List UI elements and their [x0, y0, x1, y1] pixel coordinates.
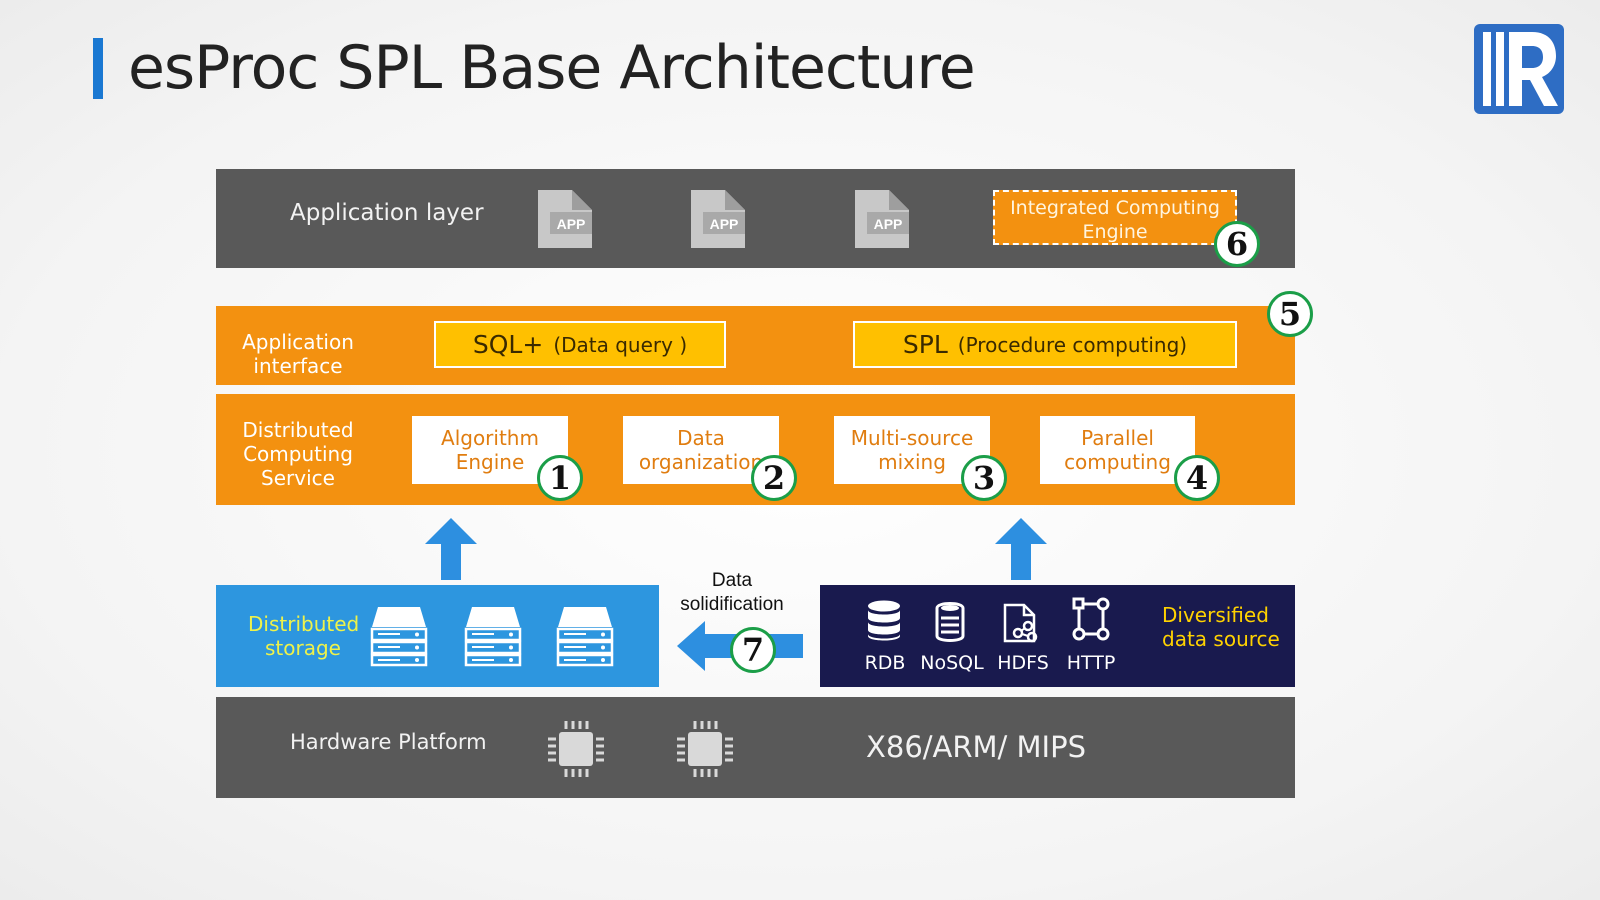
- distributed-storage-label: Distributed storage: [248, 612, 360, 660]
- source-label-hdfs: HDFS: [997, 652, 1049, 674]
- sql-plus-box: SQL+ (Data query ): [434, 321, 726, 368]
- page-title: esProc SPL Base Architecture: [128, 33, 976, 103]
- distributed-storage-box: [216, 585, 659, 687]
- diversified-data-source-label: Diversified data source: [1162, 603, 1280, 651]
- database-icon: [868, 600, 900, 641]
- svg-text:APP: APP: [557, 216, 586, 232]
- raqsoft-logo-icon: [1474, 24, 1564, 114]
- app-icon: APP: [853, 188, 911, 255]
- badge-3: 3: [961, 455, 1007, 501]
- cpu-chip-icon: [677, 721, 733, 777]
- spl-desc: (Procedure computing): [957, 332, 1188, 357]
- hardware-architecture-label: X86/ARM/ MIPS: [866, 730, 1087, 764]
- up-arrow-icon: [995, 518, 1047, 580]
- application-interface-label: Application interface: [242, 330, 354, 378]
- hardware-platform-layer: [216, 697, 1295, 798]
- server-icon: [464, 607, 522, 667]
- hardware-platform-label: Hardware Platform: [290, 730, 487, 754]
- application-layer-label: Application layer: [290, 200, 484, 226]
- hdfs-icon: [1003, 603, 1038, 643]
- svg-text:APP: APP: [874, 216, 903, 232]
- up-arrow-icon: [425, 518, 477, 580]
- badge-6: 6: [1214, 221, 1260, 267]
- svg-text:APP: APP: [710, 216, 739, 232]
- source-label-http: HTTP: [1066, 652, 1116, 674]
- cpu-chip-icon: [548, 721, 604, 777]
- sql-plus-name: SQL+: [472, 330, 544, 359]
- data-solidification-label: Data solidification: [680, 570, 784, 615]
- badge-7: 7: [730, 627, 776, 673]
- badge-4: 4: [1174, 455, 1220, 501]
- nosql-icon: [935, 602, 965, 642]
- badge-5: 5: [1267, 291, 1313, 337]
- module-parallel-computing: Parallel computing: [1040, 416, 1195, 484]
- distributed-computing-service-label: Distributed Computing Service: [242, 418, 354, 490]
- badge-2: 2: [751, 455, 797, 501]
- http-icon: [1072, 597, 1110, 641]
- source-label-nosql: NoSQL: [920, 652, 984, 674]
- server-icon: [556, 607, 614, 667]
- module-algorithm-engine: Algorithm Engine: [412, 416, 568, 484]
- badge-1: 1: [537, 455, 583, 501]
- server-icon: [370, 607, 428, 667]
- title-accent-bar: [93, 38, 103, 99]
- source-label-rdb: RDB: [864, 652, 906, 674]
- app-icon: APP: [536, 188, 594, 255]
- sql-plus-desc: (Data query ): [553, 332, 688, 357]
- app-icon: APP: [689, 188, 747, 255]
- spl-name: SPL: [902, 330, 948, 359]
- spl-box: SPL (Procedure computing): [853, 321, 1237, 368]
- integrated-computing-engine-box: Integrated Computing Engine: [993, 190, 1237, 245]
